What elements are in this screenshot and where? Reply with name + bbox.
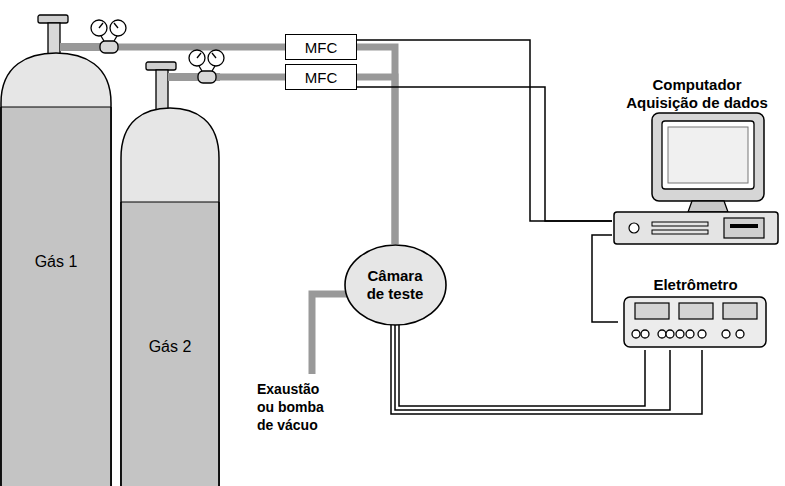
signal-wire xyxy=(357,40,612,221)
node-label: Gás 2 xyxy=(120,338,220,356)
connector-line xyxy=(357,87,612,221)
gas-pipe xyxy=(357,77,395,244)
node-label: Gás 1 xyxy=(0,253,112,271)
signal-wire xyxy=(592,235,618,322)
mfc-box: MFC xyxy=(285,34,357,60)
node-label: Câmara de teste xyxy=(363,267,427,303)
connector-line xyxy=(357,40,612,221)
gas-pipe xyxy=(220,77,285,78)
connector-line xyxy=(399,325,645,406)
computer: Computador Aquisição de dados xyxy=(612,76,782,247)
computer-picture xyxy=(612,112,782,247)
connector-line xyxy=(112,44,285,51)
mfc-box: MFC xyxy=(285,64,357,90)
signal-wire xyxy=(357,87,612,221)
electrometer-picture xyxy=(618,294,773,350)
node-label: MFC xyxy=(305,69,338,86)
heading: Eletrômetro xyxy=(621,276,771,294)
pressure-regulator xyxy=(91,20,126,53)
gas-pipe xyxy=(112,47,285,48)
test-chamber: Câmara de teste xyxy=(344,244,447,326)
heading: Computador Aquisição de dados xyxy=(617,76,777,112)
exhaust-label: Exaustão ou bomba de vácuo xyxy=(257,380,335,434)
pressure-regulator xyxy=(189,50,224,83)
gas-pipe xyxy=(357,47,395,244)
connector-line xyxy=(592,235,618,322)
gas-cylinder: Gás 1 xyxy=(0,15,112,486)
connector-line xyxy=(220,74,285,81)
connector-line xyxy=(357,47,395,244)
electrometer: Eletrômetro xyxy=(618,276,773,350)
cylinder-shape xyxy=(0,15,112,486)
cylinder-shape xyxy=(120,62,220,486)
gas-cylinder: Gás 2 xyxy=(120,62,220,486)
exhaust-pipe-line xyxy=(312,294,349,374)
node-label: MFC xyxy=(305,39,338,56)
connector-line xyxy=(357,77,395,244)
